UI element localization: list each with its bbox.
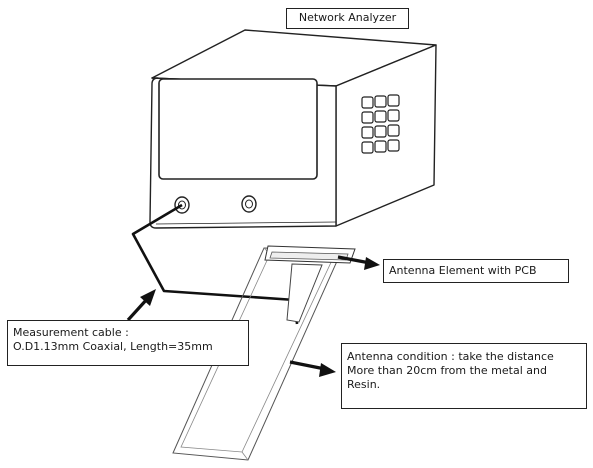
label-network-analyzer-text: Network Analyzer bbox=[298, 11, 397, 24]
keypad-key bbox=[361, 126, 374, 139]
arrow-antenna-element bbox=[337, 255, 380, 270]
keypad-key bbox=[374, 140, 387, 153]
label-measurement-cable-line1: Measurement cable : bbox=[13, 326, 129, 339]
keypad-key bbox=[361, 96, 374, 109]
label-antenna-condition-line2: More than 20cm from the metal and bbox=[347, 364, 547, 377]
arrow-cable-label bbox=[126, 289, 156, 322]
keypad-key bbox=[387, 109, 400, 122]
label-antenna-condition-line3: Resin. bbox=[347, 378, 381, 391]
network-analyzer bbox=[149, 29, 437, 229]
analyzer-screen bbox=[158, 78, 318, 180]
label-antenna-element: Antenna Element with PCB bbox=[383, 259, 569, 283]
arrows bbox=[126, 255, 380, 377]
label-antenna-condition: Antenna condition : take the distance Mo… bbox=[341, 343, 587, 409]
label-network-analyzer: Network Analyzer bbox=[286, 8, 409, 29]
keypad-key bbox=[361, 111, 374, 124]
label-measurement-cable: Measurement cable : O.D1.13mm Coaxial, L… bbox=[7, 320, 249, 366]
keypad-key bbox=[387, 94, 400, 107]
keypad-key bbox=[387, 139, 400, 152]
analyzer-keypad bbox=[361, 94, 400, 154]
keypad-key bbox=[374, 95, 387, 108]
port-connector-2 bbox=[241, 195, 257, 213]
arrow-antenna-condition bbox=[289, 360, 336, 377]
label-antenna-condition-line1: Antenna condition : take the distance bbox=[347, 350, 554, 363]
keypad-key bbox=[374, 110, 387, 123]
keypad-key bbox=[387, 124, 400, 137]
keypad-key bbox=[361, 141, 374, 154]
antenna-element-pcb bbox=[264, 245, 356, 323]
keypad-key bbox=[374, 125, 387, 138]
label-measurement-cable-line2: O.D1.13mm Coaxial, Length=35mm bbox=[13, 340, 213, 353]
label-antenna-element-text: Antenna Element with PCB bbox=[389, 264, 537, 277]
